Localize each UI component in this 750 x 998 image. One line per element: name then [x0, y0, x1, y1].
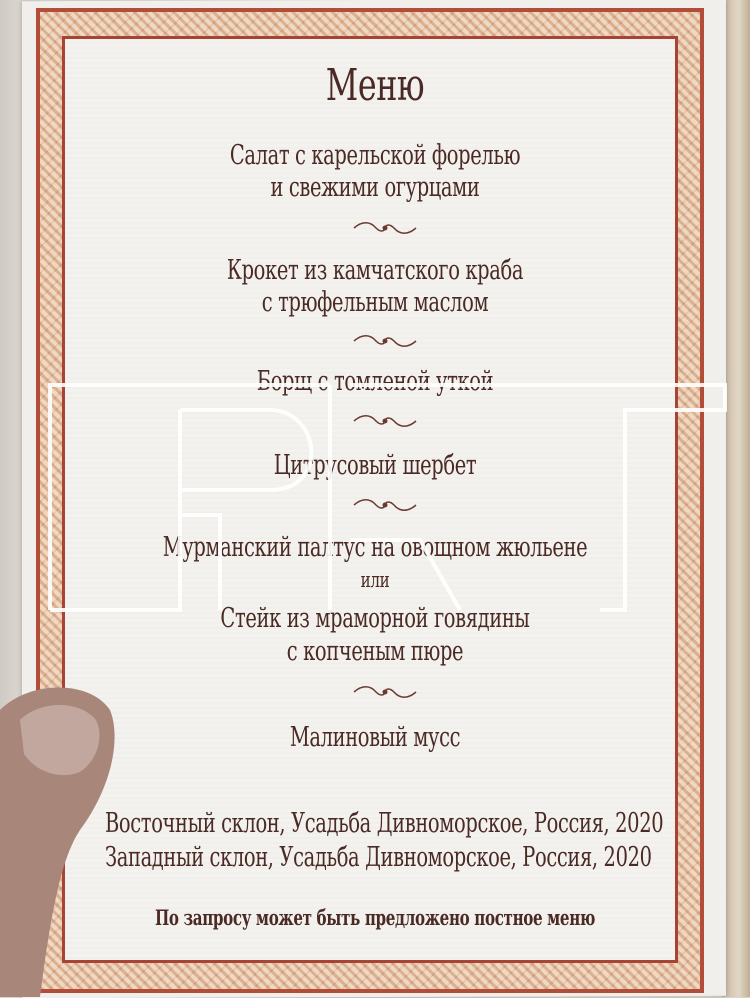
ornament-divider-icon	[353, 415, 417, 427]
course-6-line-1: Малиновый мусс	[289, 722, 461, 753]
ornament-divider-icon	[353, 499, 417, 511]
course-1-line-2: и свежими огурцами	[270, 172, 480, 203]
course-4-line-1: Цитрусовый шербет	[273, 450, 477, 481]
fasting-menu-note: По запросу может быть предложено постное…	[154, 905, 596, 930]
course-1-line-1: Салат с карельской форелью	[229, 140, 521, 171]
ornament-divider-icon	[353, 335, 417, 347]
course-5-line-1: Мурманский палтус на овощном жюльене	[162, 532, 588, 563]
course-5-or: или	[360, 568, 390, 592]
ornament-divider-icon	[353, 686, 417, 698]
ornament-divider-icon	[353, 222, 417, 234]
finger	[0, 687, 115, 997]
menu-title: Меню	[325, 60, 425, 111]
wine-2: Западный склон, Усадьба Дивноморское, Ро…	[105, 842, 652, 873]
course-2-line-1: Крокет из камчатского краба	[226, 255, 524, 286]
course-3-line-1: Борщ с томленой уткой	[256, 366, 494, 397]
course-5-line-4: с копченым пюре	[286, 636, 464, 667]
course-5-line-3: Стейк из мраморной говядины	[220, 603, 530, 634]
course-2-line-2: с трюфельным маслом	[261, 287, 489, 318]
wine-1: Восточный склон, Усадьба Дивноморское, Р…	[105, 808, 664, 839]
